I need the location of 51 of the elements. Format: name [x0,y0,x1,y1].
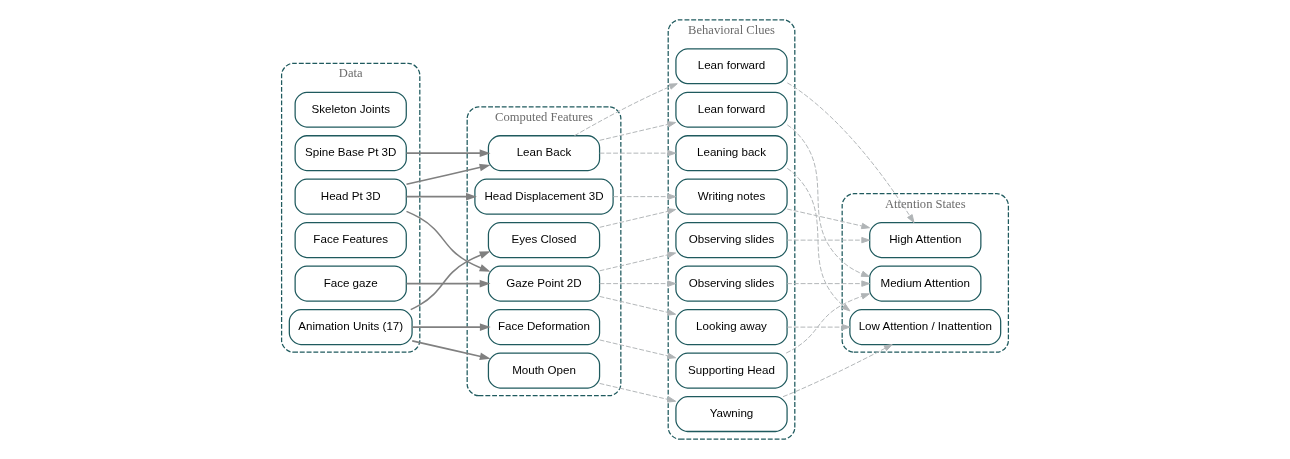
node-box: Writing notes [675,178,788,215]
arrow [599,149,677,157]
arrow [599,382,677,403]
arrow [411,340,491,360]
node-box: Supporting Head [675,352,788,389]
node-box: Lean Back [487,135,601,172]
node-box: Yawning [675,396,788,433]
arrow [599,251,677,272]
arrow [599,339,677,360]
arrow [405,163,491,185]
arrow [599,208,677,228]
arrow [782,344,893,398]
arrow [786,280,870,287]
node-box: High Attention [869,222,982,259]
node-box: Face Deformation [487,309,601,346]
arrow [405,210,491,272]
node-box: Lean forward [675,91,788,128]
node-box: Face gaze [294,265,407,302]
node-box: Lean forward [675,48,788,85]
node-box: Face Features [294,222,407,259]
arrow [405,192,477,201]
node-box: Low Attention / Inattention [849,309,1002,346]
arrow [785,293,870,354]
node-box: Looking away [675,309,788,346]
node-box: Eyes Closed [487,222,601,259]
arrow [786,236,870,244]
arrow [599,295,677,316]
arrow [411,323,491,331]
arrow [405,149,491,157]
node-box: Medium Attention [869,265,982,302]
arrow [573,83,678,137]
node-box: Leaning back [675,135,788,172]
arrow [612,193,677,200]
node-box: Gaze Point 2D [487,265,601,302]
arrow [786,167,851,312]
arrow [786,124,870,278]
node-box: Mouth Open [487,352,601,389]
node-box: Head Pt 3D [294,178,407,215]
arrow [409,251,491,311]
arrow [786,208,870,230]
node-box: Observing slides [675,222,788,259]
node-box: Spine Base Pt 3D [294,135,407,172]
node-box: Skeleton Joints [294,91,407,128]
node-box: Observing slides [675,265,788,302]
arrow [786,323,851,331]
arrow [786,82,915,224]
node-box: Animation Units (17) [288,309,413,346]
arrow [599,121,677,141]
arrow [599,280,677,287]
arrow [405,279,491,288]
node-box: Head Displacement 3D [474,178,614,215]
